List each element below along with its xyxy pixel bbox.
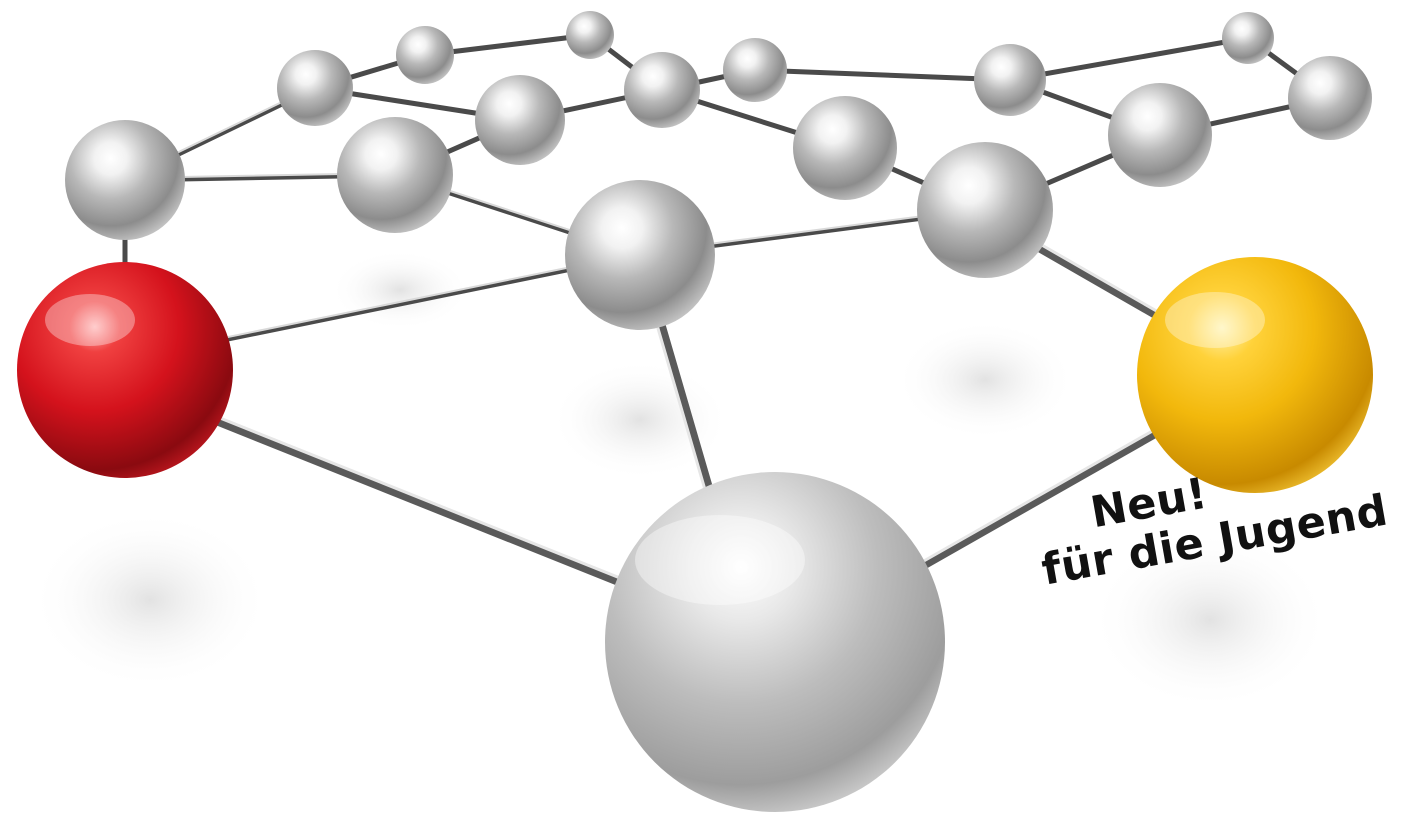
sphere-reflections (30, 250, 1330, 710)
gold-sphere (1137, 257, 1373, 493)
red-sphere (17, 262, 233, 478)
silver-spheres-back (65, 11, 1372, 330)
large-silver-sphere (605, 472, 945, 812)
